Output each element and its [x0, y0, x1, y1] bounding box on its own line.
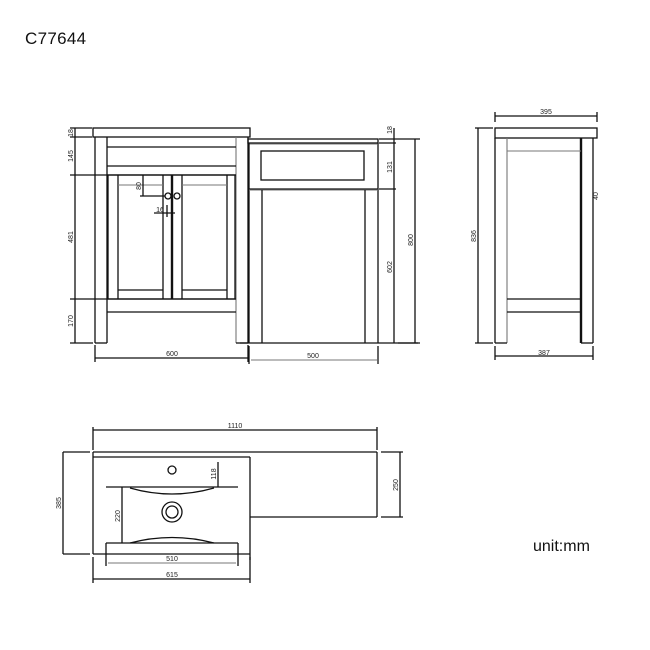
tap-hole — [167, 465, 177, 475]
handle-knob-left — [164, 192, 172, 200]
front-view-vanity: 18 145 481 170 80 16 600 — [68, 127, 251, 362]
dim-vanity-rail: 145 — [68, 150, 75, 162]
dim-side-unit-drawer: 131 — [387, 161, 394, 173]
dim-side-unit-total: 800 — [408, 234, 415, 246]
drain-outer — [161, 501, 183, 523]
side-view: 395 40 836 387 — [471, 109, 600, 360]
handle-knob-right — [173, 192, 181, 200]
dim-side-leg-inset: 40 — [593, 192, 600, 200]
dim-bowl-width: 510 — [166, 556, 178, 563]
vanity-top — [92, 127, 251, 138]
dim-vanity-plinth: 170 — [68, 315, 75, 327]
dim-vanity-door: 481 — [68, 231, 75, 243]
bowl-back-curve — [129, 536, 215, 544]
side-unit-drawer — [260, 150, 365, 181]
front-view-side-unit: 18 131 602 800 500 — [240, 126, 420, 364]
dim-handle-drop: 80 — [136, 182, 143, 190]
dim-bowl-depth: 220 — [115, 510, 122, 522]
side-view-top — [494, 127, 598, 139]
drain-inner — [165, 505, 179, 519]
dim-tap-offset: 118 — [211, 468, 218, 479]
dim-vanity-top: 18 — [68, 129, 75, 137]
dim-side-unit-width: 500 — [307, 353, 319, 360]
dim-side-height: 836 — [471, 230, 478, 242]
dim-basin-width: 615 — [166, 572, 178, 579]
dim-overall-width: 1110 — [228, 423, 243, 430]
dim-worktop-depth: 250 — [393, 479, 400, 491]
side-unit-top — [247, 138, 379, 144]
dim-basin-depth: 385 — [56, 497, 63, 509]
model-code: C77644 — [25, 29, 87, 48]
dim-side-body-depth: 387 — [538, 350, 550, 357]
dim-handle-offset: 16 — [156, 207, 164, 214]
dim-side-unit-lower: 602 — [387, 261, 394, 273]
dim-side-top-depth: 395 — [540, 109, 552, 116]
dim-vanity-width: 600 — [166, 351, 178, 358]
unit-label: unit:mm — [533, 538, 590, 555]
top-view: 1110 118 220 510 615 — [56, 423, 403, 583]
bowl-front-curve — [129, 487, 215, 495]
dim-side-unit-top: 18 — [387, 126, 394, 134]
